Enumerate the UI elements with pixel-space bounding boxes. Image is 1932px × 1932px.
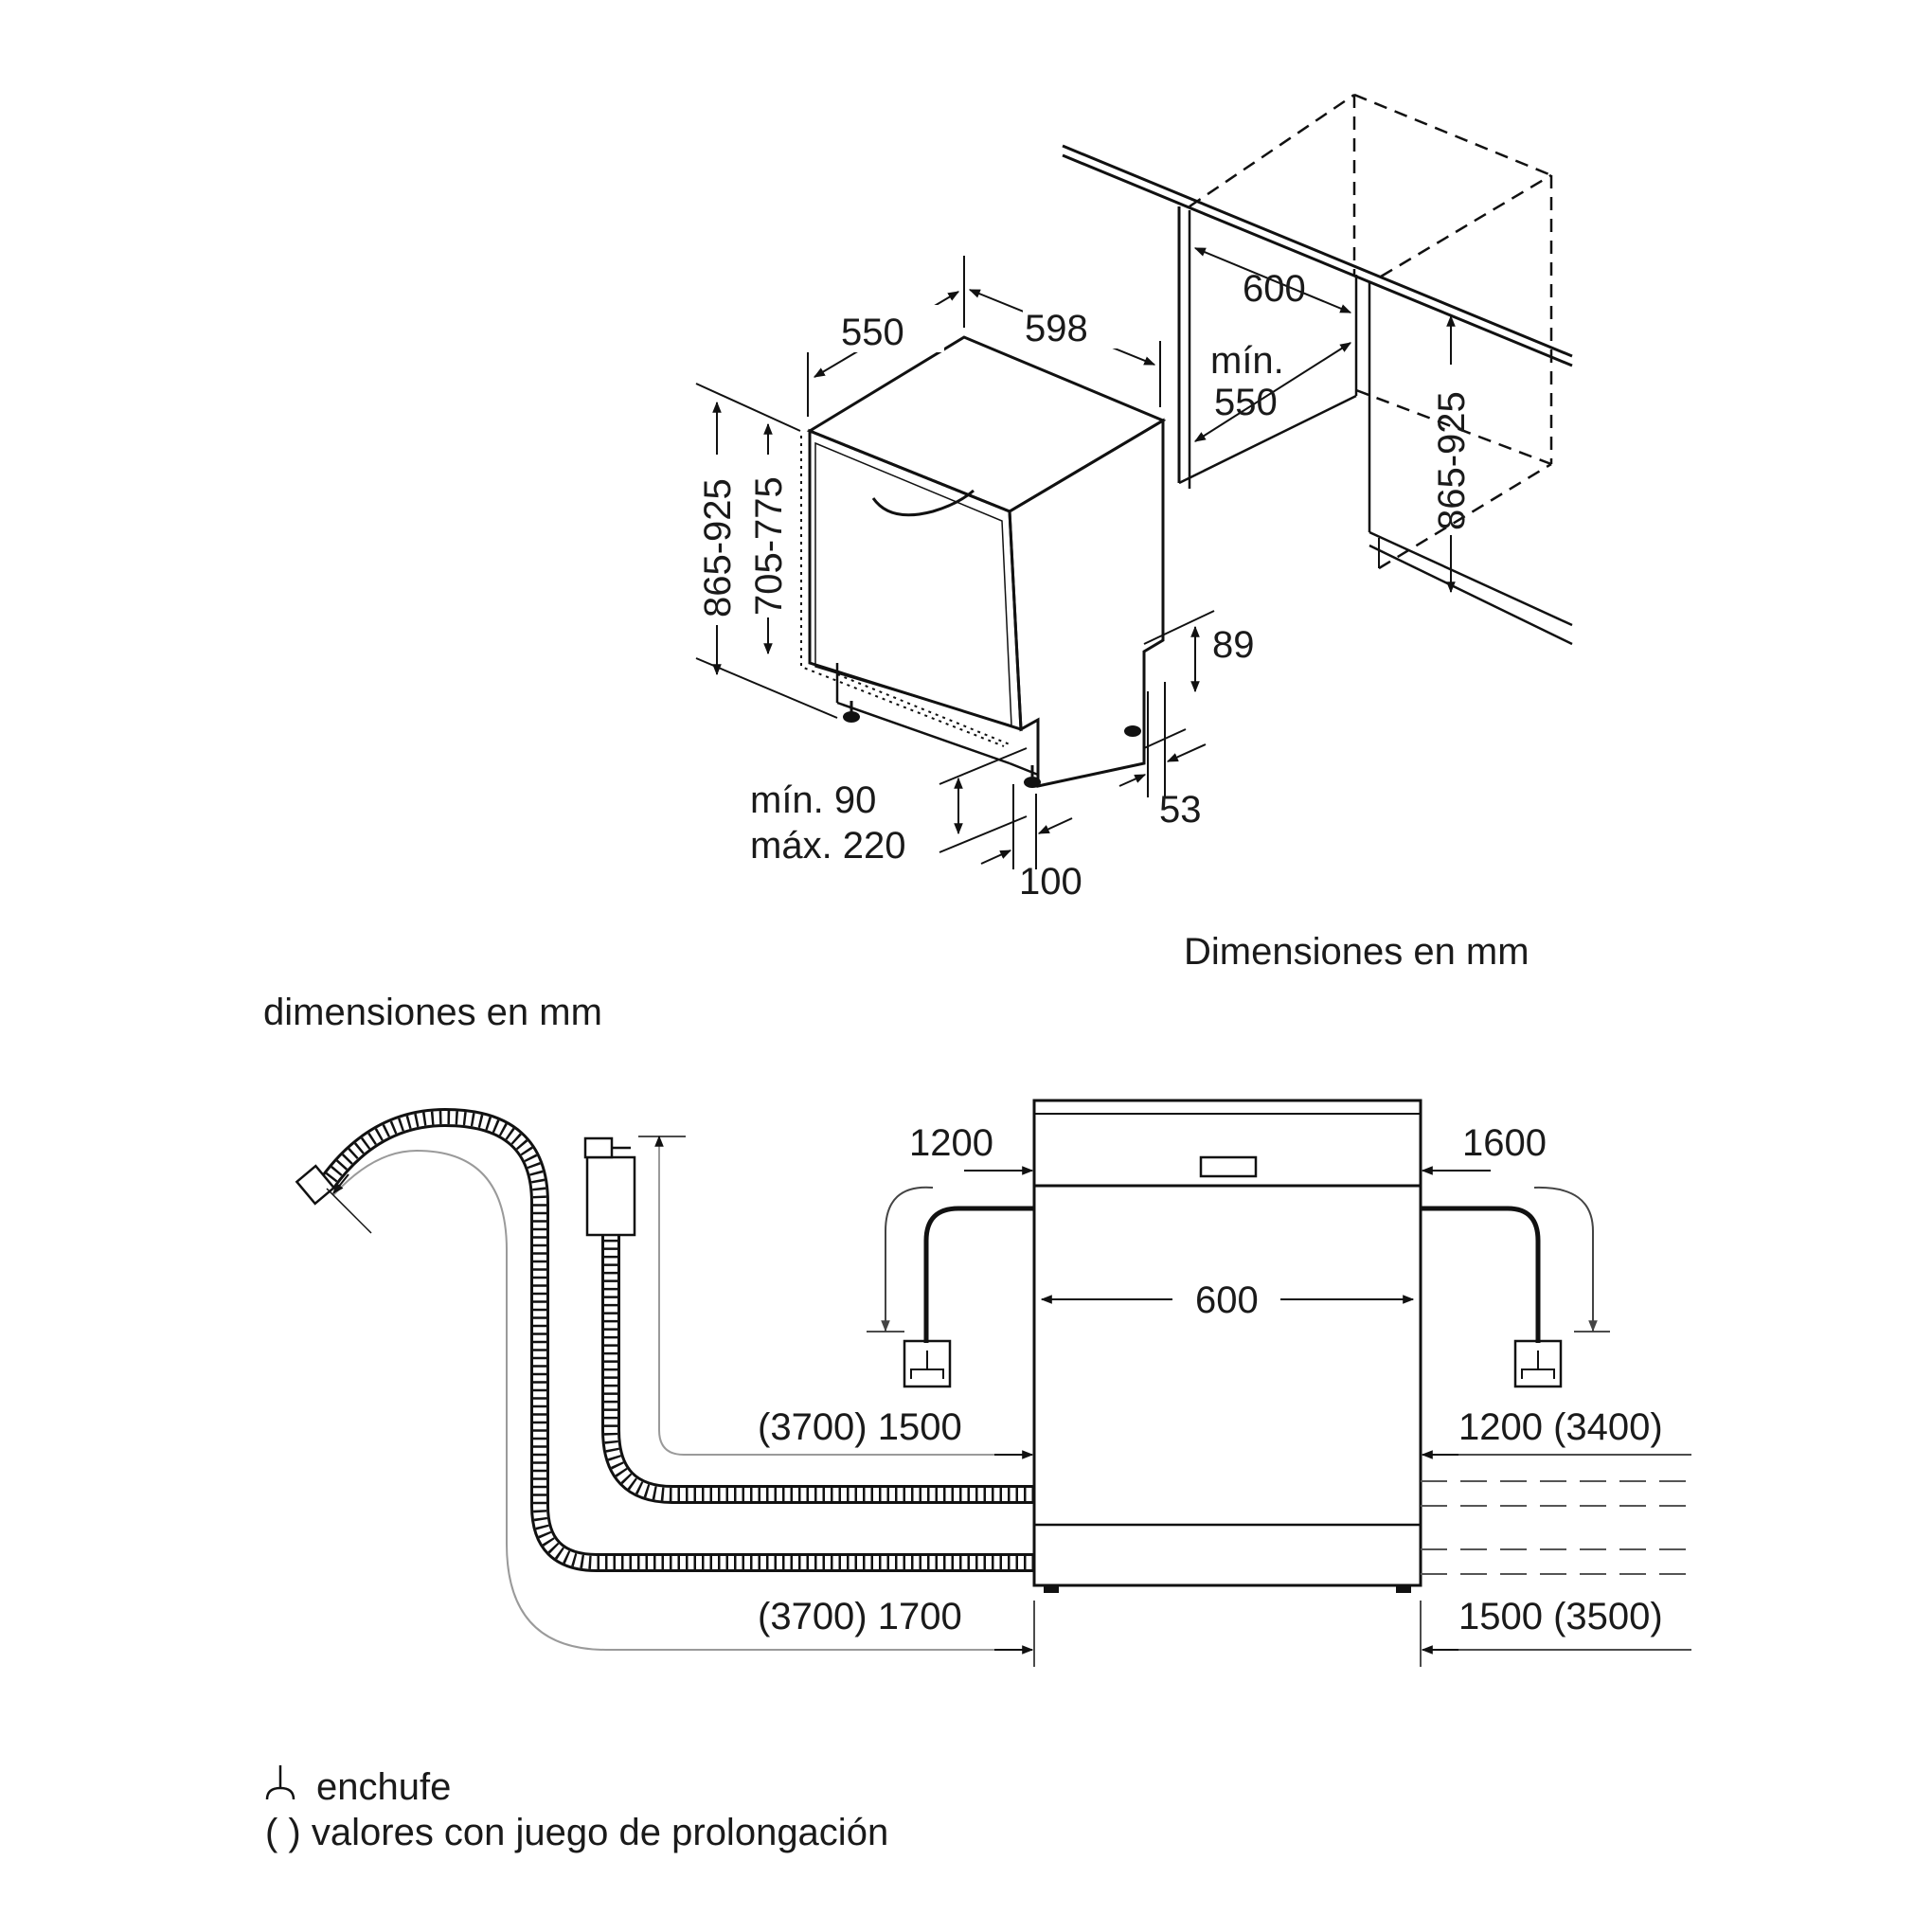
water-valve-icon xyxy=(583,1136,686,1237)
conn-dim-right-mid: 1200 (3400) xyxy=(1458,1406,1663,1448)
dishwasher-icon xyxy=(800,335,1167,788)
dim-toe-kick-depth: 53 xyxy=(1159,789,1202,831)
countertop xyxy=(1062,144,1573,646)
legend: enchufe ( ) valores con juego de prolong… xyxy=(265,1765,888,1853)
conn-dim-left-top: 1200 xyxy=(909,1122,993,1164)
conn-dim-width: 600 xyxy=(1195,1279,1259,1321)
dim-depth: 550 xyxy=(841,312,904,353)
dim-niche-depth: 550 xyxy=(1214,382,1278,423)
dishwasher-front xyxy=(1032,1099,1422,1593)
installation-diagram: 600 mín. 550 865-925 xyxy=(695,93,1573,973)
dim-niche-depth-label: mín. xyxy=(1210,340,1284,382)
connection-diagram: dimensiones en mm 600 xyxy=(263,992,1691,1667)
conn-dim-left-bottom: (3700) 1700 xyxy=(758,1596,962,1637)
dim-plinth-max: máx. 220 xyxy=(750,825,906,867)
conn-dim-right-top: 1600 xyxy=(1462,1122,1547,1164)
hose-icon xyxy=(601,1236,1034,1504)
hose-extensions xyxy=(1421,1480,1691,1575)
dim-door-range: 705-775 xyxy=(748,476,790,616)
connection-caption: dimensiones en mm xyxy=(263,992,602,1033)
dim-niche-height: 865-925 xyxy=(1431,391,1473,530)
dim-plinth-depth: 100 xyxy=(1019,861,1082,903)
dim-width: 598 xyxy=(1025,308,1088,349)
dim-height-range: 865-925 xyxy=(697,478,739,617)
hose-icon xyxy=(295,1107,1034,1572)
install-caption: Dimensiones en mm xyxy=(1184,931,1530,973)
dim-toe-kick-height: 89 xyxy=(1212,624,1255,666)
conn-dim-right-bottom: 1500 (3500) xyxy=(1458,1596,1663,1637)
legend-extension: ( ) valores con juego de prolongación xyxy=(265,1812,888,1853)
plug-icon xyxy=(903,1339,952,1388)
plug-icon xyxy=(265,1765,295,1800)
legend-plug: enchufe xyxy=(316,1766,451,1808)
niche-dashed xyxy=(1189,93,1553,570)
dim-plinth-min: mín. 90 xyxy=(750,779,876,821)
conn-dim-left-mid: (3700) 1500 xyxy=(758,1406,962,1448)
plug-icon xyxy=(1513,1339,1563,1388)
dim-niche-width: 600 xyxy=(1243,268,1306,310)
